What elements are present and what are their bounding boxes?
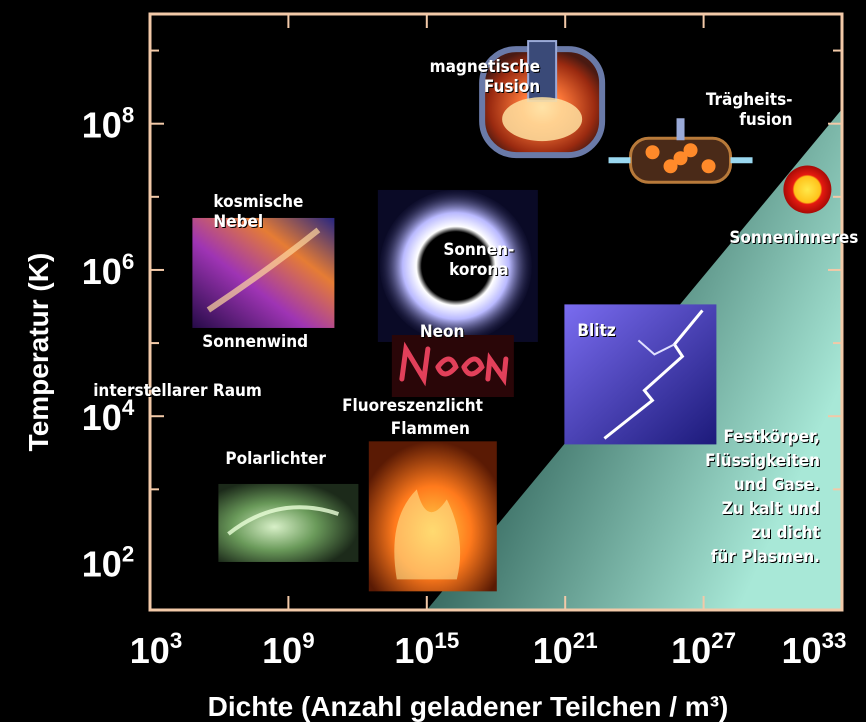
y-tick-label: 108 <box>82 103 134 146</box>
point-label-line: Flammen <box>391 419 501 439</box>
point-label: Neon <box>420 322 500 342</box>
aurora-image <box>218 484 358 562</box>
point-label-line: Fusion <box>390 77 540 97</box>
point-label-line: Sonnenwind <box>202 332 342 352</box>
x-axis-title: Dichte (Anzahl geladener Teilchen / m³) <box>208 691 729 722</box>
y-tick-label: 102 <box>82 541 134 584</box>
x-tick-label: 109 <box>262 628 314 671</box>
point-label-line: interstellarer Raum <box>93 381 313 401</box>
point-label-line: Polarlichter <box>225 449 365 469</box>
point-label: Sonnenwind <box>202 332 342 352</box>
region-label-line: zu dicht <box>660 521 820 545</box>
point-label: Sonnen-korona <box>434 240 524 280</box>
y-tick-label: 106 <box>82 249 134 292</box>
point-label-line: kosmische <box>213 192 353 212</box>
x-tick-label: 1027 <box>671 628 736 671</box>
region-label-line: und Gase. <box>660 473 820 497</box>
point-label-line: Fluoreszenzlicht <box>342 396 532 416</box>
point-label-line: Nebel <box>213 212 353 232</box>
y-axis-title: Temperatur (K) <box>23 253 54 452</box>
point-label-line: korona <box>434 260 524 280</box>
point-label: interstellarer Raum <box>93 381 313 401</box>
point-label-line: Trägheits- <box>673 90 793 110</box>
x-tick-label: 1033 <box>782 628 847 671</box>
point-label-line: fusion <box>673 110 793 130</box>
point-label: Sonneninneres <box>729 228 866 248</box>
point-label-line: Neon <box>420 322 500 342</box>
point-label: Blitz <box>577 321 657 341</box>
region-label-line: Flüssigkeiten <box>660 449 820 473</box>
point-label-line: Blitz <box>577 321 657 341</box>
x-tick-label: 1021 <box>533 628 598 671</box>
point-label: Fluoreszenzlicht <box>342 396 532 416</box>
point-label: Trägheits-fusion <box>673 90 793 130</box>
point-label: Flammen <box>391 419 501 439</box>
point-label-line: Sonnen- <box>434 240 524 260</box>
nebula-image <box>192 218 334 328</box>
neon-image <box>392 335 514 397</box>
point-label: Polarlichter <box>225 449 365 469</box>
region-label-line: Zu kalt und <box>660 497 820 521</box>
region-label-line: für Plasmen. <box>660 545 820 569</box>
flames-image <box>369 441 497 591</box>
y-tick-label: 104 <box>82 395 135 438</box>
x-tick-label: 103 <box>130 628 182 671</box>
point-label-line: magnetische <box>390 57 540 77</box>
sun-interior-image <box>783 166 831 214</box>
x-tick-label: 1015 <box>394 628 459 671</box>
region-label-line: Festkörper, <box>660 425 820 449</box>
point-label-line: Sonneninneres <box>729 228 866 248</box>
